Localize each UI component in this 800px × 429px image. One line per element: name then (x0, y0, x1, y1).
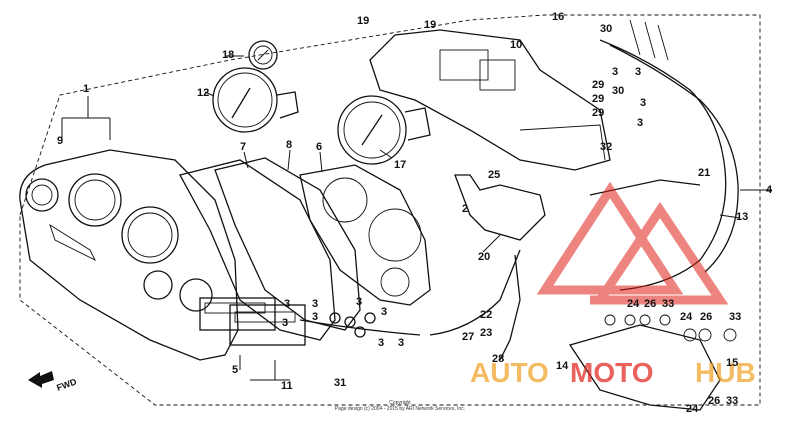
callout-30: 30 (600, 23, 612, 35)
callout-3: 3 (612, 66, 618, 78)
callout-19: 19 (357, 15, 369, 27)
leader-line (319, 151, 323, 173)
leader-lines (61, 55, 772, 381)
callout-22: 22 (480, 309, 492, 321)
callout-29: 29 (592, 107, 604, 119)
callout-11: 11 (281, 380, 293, 392)
callout-3: 3 (284, 298, 290, 310)
watermark-text-b: MOTO (570, 357, 653, 388)
callout-13: 13 (736, 211, 748, 223)
callout-30: 30 (612, 85, 624, 97)
callout-27: 27 (462, 331, 474, 343)
callout-9: 9 (57, 135, 63, 147)
watermark-logo (536, 181, 729, 305)
watermark-text-c: HUB (695, 357, 756, 388)
leader-line (204, 91, 215, 97)
callout-3: 3 (637, 117, 643, 129)
callout-26: 26 (708, 395, 720, 407)
callout-12: 12 (197, 87, 209, 99)
callout-19: 19 (424, 19, 436, 31)
callout-14: 14 (556, 360, 569, 372)
callout-26: 26 (644, 298, 656, 310)
callout-25: 25 (488, 169, 500, 181)
callout-33: 33 (726, 395, 738, 407)
leader-line (287, 149, 291, 171)
callout-17: 17 (394, 159, 406, 171)
callout-33: 33 (729, 311, 741, 323)
callout-33: 33 (662, 298, 674, 310)
speedometer (337, 95, 431, 165)
callout-24: 24 (680, 311, 693, 323)
callout-5: 5 (232, 364, 238, 376)
callout-1: 1 (83, 83, 89, 95)
fwd-label: FWD (55, 376, 78, 393)
callout-2: 2 (462, 203, 468, 215)
callout-3: 3 (312, 298, 318, 310)
callout-32: 32 (600, 141, 612, 153)
callout-3: 3 (312, 311, 318, 323)
callout-3: 3 (381, 306, 387, 318)
callout-15: 15 (726, 357, 738, 369)
callout-3: 3 (282, 317, 288, 329)
callout-28: 28 (492, 353, 504, 365)
leader-line (243, 151, 249, 169)
callout-24: 24 (686, 403, 699, 415)
callout-3: 3 (640, 97, 646, 109)
callout-3: 3 (635, 66, 641, 78)
callout-21: 21 (698, 167, 710, 179)
leader-line (379, 149, 393, 159)
callout-3: 3 (356, 296, 362, 308)
fwd-arrow (28, 371, 54, 388)
watermark-text-a: AUTO (470, 357, 549, 388)
leader-line (719, 214, 741, 219)
callout-20: 20 (478, 251, 490, 263)
callout-10: 10 (510, 39, 522, 51)
tachometer (212, 67, 299, 133)
callout-8: 8 (286, 139, 292, 151)
callout-6: 6 (316, 141, 322, 153)
callout-7: 7 (240, 141, 246, 153)
callout-23: 23 (480, 327, 492, 339)
callout-26: 26 (700, 311, 712, 323)
bulb-sockets (199, 297, 376, 346)
copyright-line-1: Copyright (389, 400, 411, 406)
meter-case (369, 29, 611, 171)
callout-29: 29 (592, 79, 604, 91)
meter-front-cover (19, 149, 239, 361)
callout-24: 24 (627, 298, 640, 310)
mounting-bracket (568, 314, 737, 411)
speedometer-cable (454, 174, 546, 361)
callout-3: 3 (398, 337, 404, 349)
assembly-boundary (19, 14, 761, 406)
callout-16: 16 (552, 11, 564, 23)
copyright-line-2: Page design (c) 2004 - 2015 by ARI Netwo… (335, 406, 465, 412)
callout-18: 18 (222, 49, 234, 61)
callout-29: 29 (592, 93, 604, 105)
meter-panels (179, 157, 431, 341)
leader-line (482, 234, 501, 253)
callout-31: 31 (334, 377, 346, 389)
callout-3: 3 (378, 337, 384, 349)
gauge-18 (248, 40, 278, 70)
